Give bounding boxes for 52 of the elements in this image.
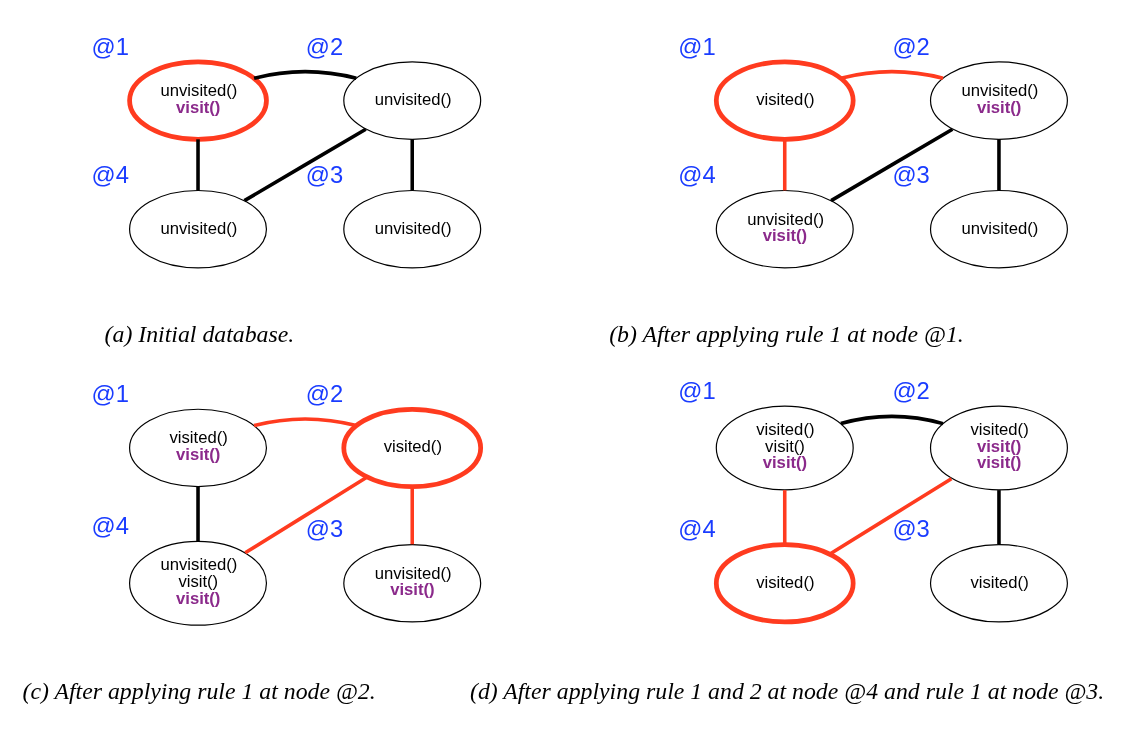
connector xyxy=(196,138,200,190)
node-ellipse: visited() xyxy=(341,406,484,489)
node-label: @3 xyxy=(892,514,930,542)
node-ellipse: visited() xyxy=(713,541,856,624)
connector xyxy=(410,486,415,544)
connector xyxy=(997,489,1001,544)
node-ellipse: unvisited() visit() xyxy=(343,543,482,623)
connector xyxy=(253,416,357,427)
label: (b) After applying rule 1 at node @1. xyxy=(609,320,964,347)
node-label: @4 xyxy=(678,514,716,542)
label: (a) Initial database. xyxy=(104,320,295,347)
node-ellipse: unvisited() xyxy=(129,189,268,268)
node-label: @3 xyxy=(305,514,344,542)
node-label: @1 xyxy=(91,379,129,407)
node-ellipse: unvisited() xyxy=(929,189,1068,268)
node-label: @2 xyxy=(305,379,344,407)
node-label: @3 xyxy=(305,160,344,188)
connector xyxy=(782,138,787,190)
node-label: @4 xyxy=(678,160,716,188)
connector xyxy=(829,476,953,556)
connector xyxy=(830,127,954,202)
node-label: @2 xyxy=(305,32,344,60)
connector xyxy=(782,489,787,544)
connector xyxy=(840,414,944,425)
connector xyxy=(243,127,367,202)
node-ellipse: unvisited() xyxy=(343,189,482,268)
node-ellipse: unvisited() visit() xyxy=(715,189,854,268)
label: (c) After applying rule 1 at node @2. xyxy=(22,677,376,704)
label: (d) After applying rule 1 and 2 at node @4 and rule 1 at node @3. xyxy=(469,677,1105,704)
node-ellipse: unvisited() visit() xyxy=(127,59,269,142)
node-ellipse: visited() visit() xyxy=(129,408,268,487)
connector xyxy=(997,138,1001,190)
node-ellipse: visited() xyxy=(713,59,856,142)
connector xyxy=(840,69,944,80)
node-label: @1 xyxy=(678,376,716,404)
node-ellipse: unvisited() visit() visit() xyxy=(129,540,268,626)
node-label: @2 xyxy=(892,32,930,60)
node-label: @1 xyxy=(91,32,129,60)
connector xyxy=(410,138,415,190)
node-label: @2 xyxy=(892,376,930,404)
node-ellipse: unvisited() visit() xyxy=(929,60,1068,140)
node-label: @4 xyxy=(91,511,129,539)
connector xyxy=(253,69,357,80)
node-ellipse: unvisited() xyxy=(343,60,482,140)
node-ellipse: visited() visit() visit() xyxy=(715,404,854,490)
node-label: @3 xyxy=(892,160,930,188)
node-label: @4 xyxy=(91,160,129,188)
node-ellipse: visited() visit() visit() xyxy=(929,404,1068,490)
node-ellipse: visited() xyxy=(929,543,1068,623)
connector xyxy=(196,486,200,541)
connector xyxy=(244,475,368,554)
node-label: @1 xyxy=(678,32,716,60)
